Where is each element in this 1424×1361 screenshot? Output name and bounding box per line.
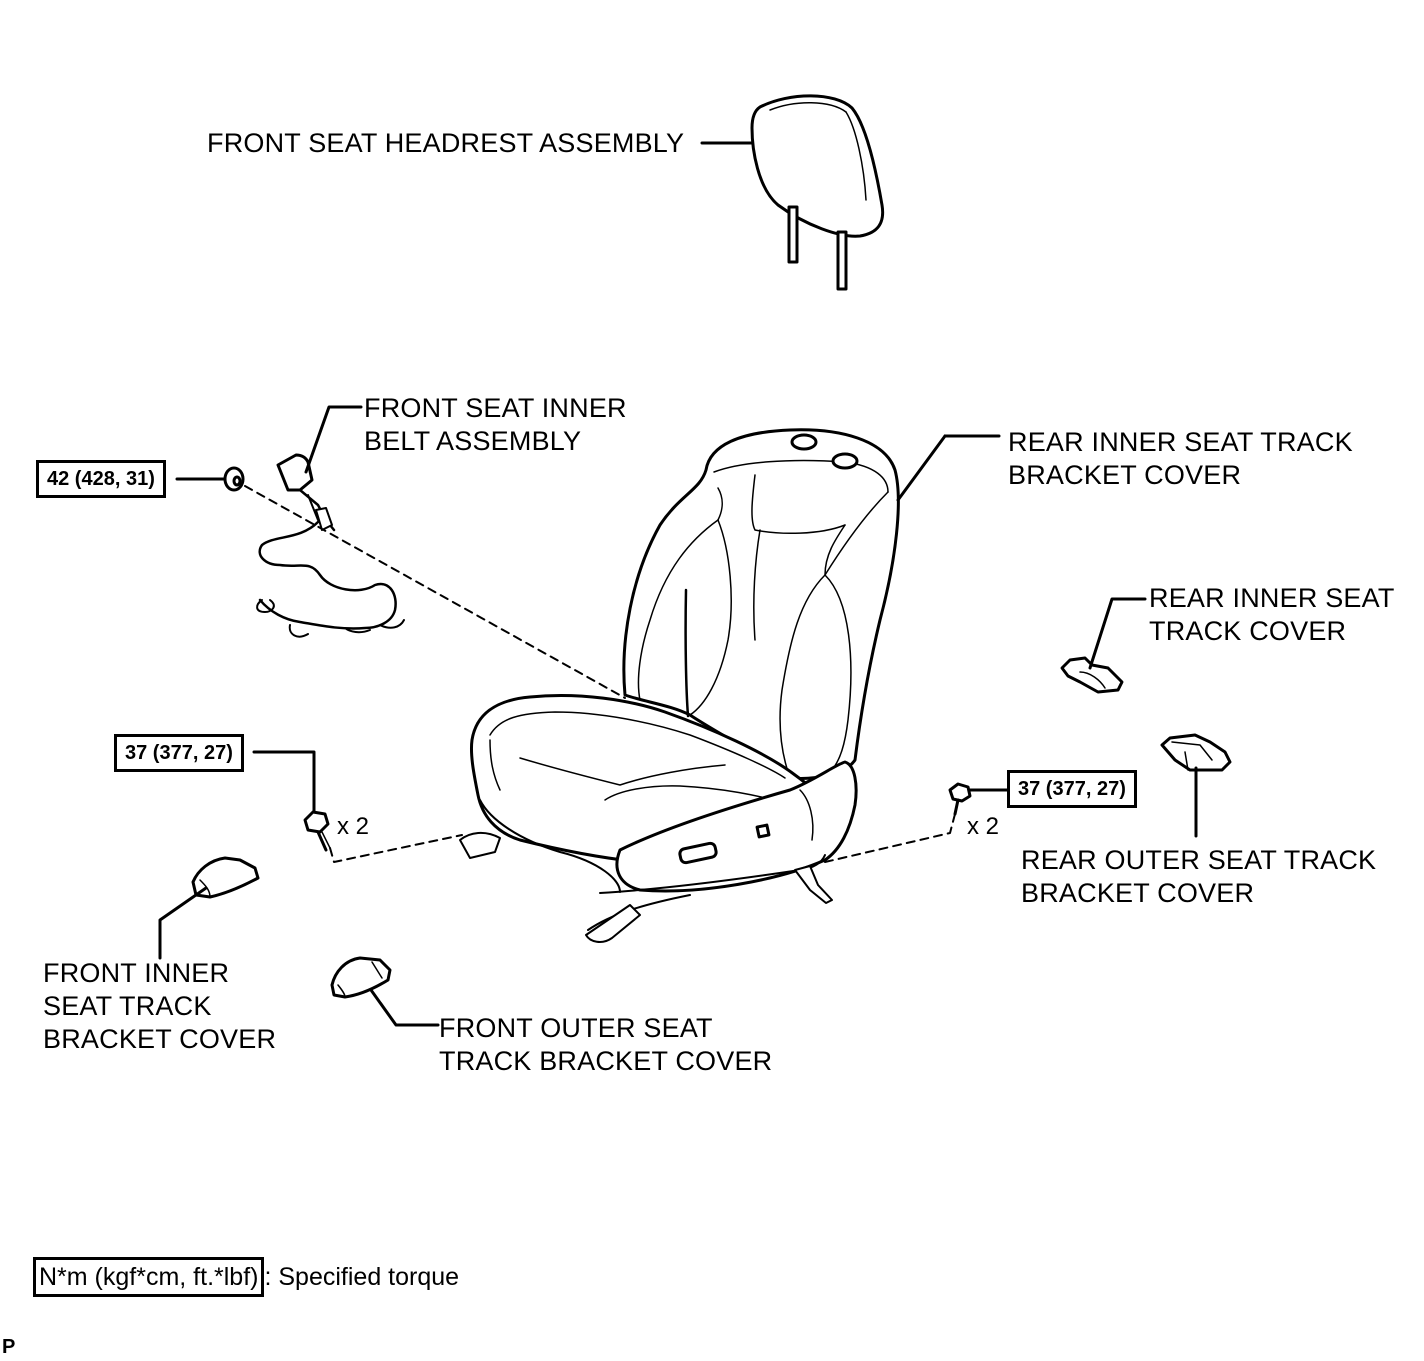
qty-rear-bolts: x 2 <box>967 813 1000 840</box>
belt-nut-drawing <box>223 466 245 492</box>
headrest-drawing <box>750 94 885 291</box>
torque-belt-nut: 42 (428, 31) <box>36 460 166 498</box>
label-inner-belt: FRONT SEAT INNER BELT ASSEMBLY <box>364 393 627 456</box>
torque-front-bolts: 37 (377, 27) <box>114 734 244 772</box>
label-headrest: FRONT SEAT HEADREST ASSEMBLY <box>207 128 685 158</box>
rear-inner-track-cover-leader <box>1088 597 1147 670</box>
rear-inner-bracket-cover-leader-diag <box>896 434 947 502</box>
legend-unit-box: N*m (kgf*cm, ft.*lbf) <box>33 1257 265 1297</box>
torque-rear-bolts: 37 (377, 27) <box>1007 770 1137 808</box>
front-bolt-torque-leader <box>252 750 316 814</box>
rear-bolt-drawing <box>948 782 972 816</box>
legend-text: : Specified torque <box>264 1263 460 1291</box>
front-bolt-drawing <box>303 810 331 852</box>
qty-front-bolts: x 2 <box>337 813 370 840</box>
label-rear-outer-bracket-cover: REAR OUTER SEAT TRACK BRACKET COVER <box>1021 845 1377 908</box>
inner-belt-drawing <box>256 453 405 638</box>
front-bolt-dashed-link <box>329 834 463 863</box>
rear-bolt-dashed-link <box>824 813 956 863</box>
label-front-inner-bracket-cover: FRONT INNER SEAT TRACK BRACKET COVER <box>43 958 277 1054</box>
rear-outer-bracket-cover-drawing <box>1160 733 1232 772</box>
seat-drawing <box>459 428 900 943</box>
torque-legend: N*m (kgf*cm, ft.*lbf): Specified torque <box>33 1257 459 1297</box>
front-outer-bracket-cover-leader <box>369 988 440 1027</box>
rear-inner-track-cover-drawing <box>1060 656 1124 694</box>
corner-mark: P <box>2 1336 16 1358</box>
label-rear-inner-track-cover: REAR INNER SEAT TRACK COVER <box>1149 583 1395 646</box>
front-inner-bracket-cover-leader <box>158 886 208 960</box>
inner-belt-leader <box>304 405 363 474</box>
label-front-outer-bracket-cover: FRONT OUTER SEAT TRACK BRACKET COVER <box>439 1013 773 1076</box>
front-outer-bracket-cover-drawing <box>330 956 392 999</box>
belt-dashed-link <box>244 485 626 699</box>
label-rear-inner-bracket-cover: REAR INNER SEAT TRACK BRACKET COVER <box>1008 427 1353 490</box>
